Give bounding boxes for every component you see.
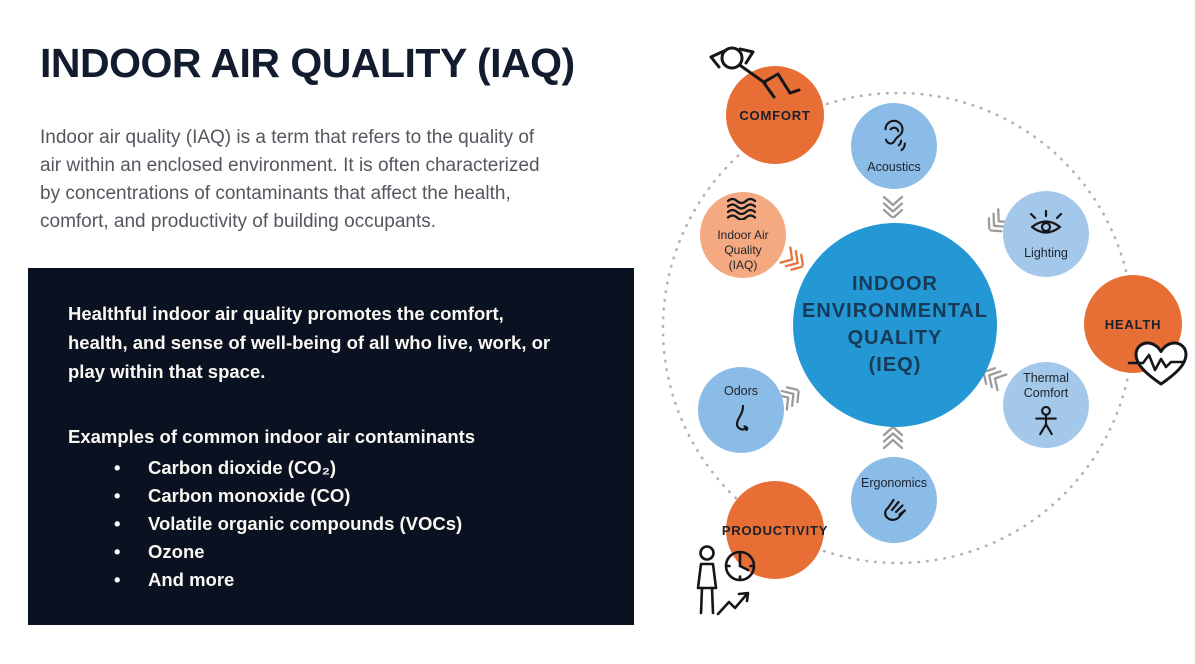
outcome-label: PRODUCTIVITY <box>721 522 829 538</box>
ieq-center-circle: INDOOR ENVIRONMENTAL QUALITY (IEQ) <box>793 223 997 427</box>
page-title: INDOOR AIR QUALITY (IAQ) <box>40 40 575 86</box>
person-clock-growth-icon <box>688 543 762 626</box>
intro-paragraph: Indoor air quality (IAQ) is a term that … <box>40 124 540 236</box>
air-waves-icon <box>724 197 762 223</box>
eye-icon <box>1026 208 1066 241</box>
list-item: And more <box>28 566 634 594</box>
highlight-panel: Healthful indoor air quality promotes th… <box>28 268 634 625</box>
satellite-label: Lighting <box>1024 245 1068 260</box>
contaminant-list: Carbon dioxide (CO₂) Carbon monoxide (CO… <box>28 454 634 594</box>
examples-heading: Examples of common indoor air contaminan… <box>68 426 476 447</box>
standing-person-icon <box>1034 405 1058 440</box>
list-item: Carbon dioxide (CO₂) <box>28 454 634 482</box>
satellite-acoustics: Acoustics <box>851 103 937 189</box>
center-label-line: ENVIRONMENTAL <box>802 300 988 322</box>
outcome-label: COMFORT <box>739 107 811 123</box>
chevron-arrow-ergonomics <box>882 425 904 451</box>
center-label-line: (IEQ) <box>868 354 922 376</box>
nose-icon <box>732 404 751 437</box>
chevron-arrow-iaq <box>777 244 809 276</box>
outcome-productivity-circle: PRODUCTIVITY <box>722 481 827 579</box>
intro-line: Indoor air quality (IAQ) is a term that … <box>40 127 535 148</box>
intro-line: by concentrations of contaminants that a… <box>40 183 511 204</box>
satellite-label: Indoor Air <box>717 228 769 242</box>
satellite-label: Comfort <box>1023 385 1069 400</box>
satellite-label: Thermal <box>1023 370 1069 385</box>
hand-icon <box>881 496 908 525</box>
statement-line: Healthful indoor air quality promotes th… <box>68 303 504 324</box>
satellite-odors: Odors <box>698 367 784 453</box>
ear-icon <box>881 118 907 155</box>
satellite-label: Odors <box>723 383 759 398</box>
satellite-thermal-comfort: Thermal Comfort <box>1003 362 1089 448</box>
outcome-comfort-circle: COMFORT <box>726 66 824 164</box>
list-item: Carbon monoxide (CO) <box>28 482 634 510</box>
satellite-indoor-air-quality: Indoor Air Quality (IAQ) <box>700 192 786 278</box>
satellite-lighting: Lighting <box>1003 191 1089 277</box>
panel-statement: Healthful indoor air quality promotes th… <box>68 299 550 386</box>
satellite-label: Quality <box>724 243 762 257</box>
outcome-label: HEALTH <box>1104 316 1162 332</box>
center-label-line: INDOOR <box>852 273 938 295</box>
satellite-label: Acoustics <box>867 159 921 174</box>
satellite-label: (IAQ) <box>728 258 758 272</box>
heart-pulse-icon <box>1127 339 1195 393</box>
chevron-arrow-acoustics <box>882 194 904 220</box>
satellite-ergonomics: Ergonomics <box>851 457 937 543</box>
statement-line: play within that space. <box>68 361 266 382</box>
statement-line: health, and sense of well-being of all w… <box>68 332 551 353</box>
satellite-label: Ergonomics <box>861 475 927 490</box>
intro-line: comfort, and productivity of building oc… <box>40 211 437 232</box>
list-item: Ozone <box>28 538 634 566</box>
intro-line: air within an enclosed environment. It i… <box>40 155 540 176</box>
relaxing-person-icon <box>698 36 802 113</box>
center-label-line: QUALITY <box>847 327 943 349</box>
list-item: Volatile organic compounds (VOCs) <box>28 510 634 538</box>
